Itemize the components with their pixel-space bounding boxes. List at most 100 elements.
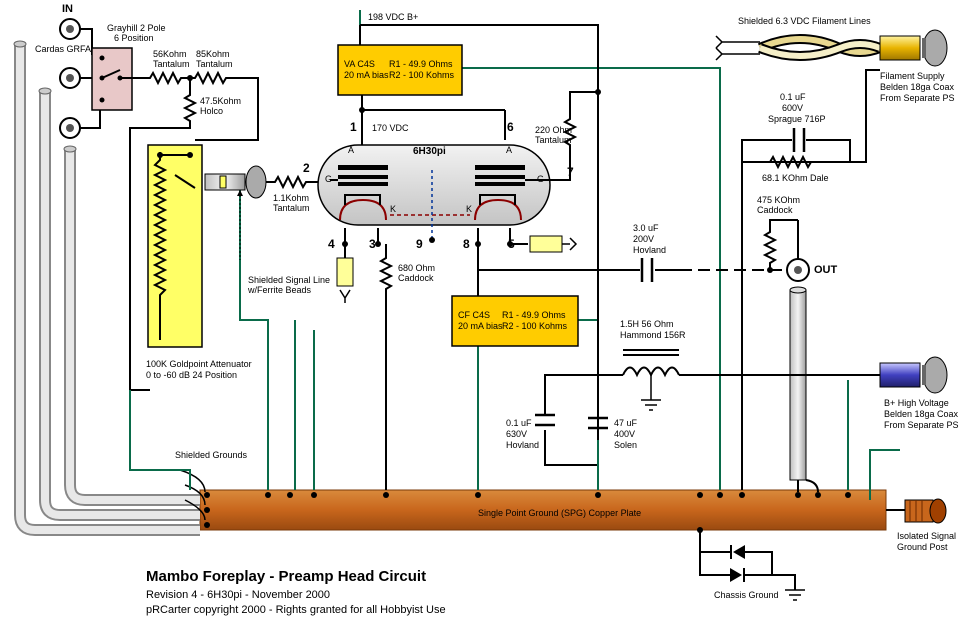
- filament-lines-label: Shielded 6.3 VDC Filament Lines: [738, 16, 871, 26]
- bplus-line-1: B+ High Voltage: [884, 398, 949, 408]
- resistor-56k-type: Tantalum: [153, 59, 190, 69]
- output-capacitor: [640, 258, 654, 282]
- cap-bypass-value: 0.1 uF: [780, 92, 806, 102]
- shielded-grounds-label: Shielded Grounds: [175, 450, 248, 460]
- bypass-network: [741, 69, 880, 490]
- output-label: OUT: [814, 264, 838, 276]
- reg-top-name: VA C4S: [344, 59, 375, 69]
- cap-output-type: Hovland: [633, 245, 666, 255]
- green-ground-wire: [359, 10, 900, 500]
- footer-title: Mambo Foreplay - Preamp Head Circuit: [146, 568, 426, 585]
- output-jack: [762, 219, 810, 282]
- cap-filter1-voltage: 630V: [506, 429, 527, 439]
- regulator-top: [337, 44, 463, 96]
- tube-g-left: G: [325, 174, 332, 184]
- reg-bottom-r1: R1 - 49.9 Ohms: [502, 310, 566, 320]
- shielded-cables: [13, 40, 206, 536]
- pin-4: 4: [328, 237, 335, 251]
- signal-line-label-2: w/Ferrite Beads: [247, 285, 312, 295]
- bplus-bus: [359, 24, 599, 440]
- resistor-47k-value: 47.5Kohm: [200, 96, 241, 106]
- bplus-label: 198 VDC B+: [368, 12, 418, 22]
- footer-copyright: pRCarter copyright 2000 - Rights granted…: [146, 604, 446, 616]
- reg-bottom-bias: 20 mA bias: [458, 321, 503, 331]
- pin-9: 9: [416, 237, 423, 251]
- pin-3: 3: [369, 237, 376, 251]
- resistor-85k-value: 85Kohm: [196, 49, 230, 59]
- tube-6h30pi: [317, 144, 551, 247]
- cap-output-value: 3.0 uF: [633, 223, 659, 233]
- tube-k-left: K: [390, 204, 396, 214]
- cap-output-voltage: 200V: [633, 234, 654, 244]
- filament-connectors: [336, 235, 578, 303]
- reg-top-r1: R1 - 49.9 Ohms: [389, 59, 453, 69]
- resistor-680-type: Caddock: [398, 273, 434, 283]
- selector-name: Grayhill 2 Pole: [107, 23, 166, 33]
- ground-plate-label: Single Point Ground (SPG) Copper Plate: [478, 508, 641, 518]
- bplus-line-2: Belden 18ga Coax: [884, 409, 959, 419]
- choke: [622, 349, 886, 411]
- resistor-47k-type: Holco: [200, 106, 223, 116]
- tube-k-right: K: [466, 204, 472, 214]
- chassis-ground-label: Chassis Ground: [714, 590, 779, 600]
- cap-filter2-type: Solen: [614, 440, 637, 450]
- resistor-220-type: Tantalum: [535, 135, 572, 145]
- tube-a-left: A: [348, 145, 354, 155]
- ground-post: [886, 498, 947, 524]
- choke-wire: [544, 374, 623, 466]
- chassis-ground: [699, 530, 805, 601]
- cap-bypass-voltage: 600V: [782, 103, 803, 113]
- filament-lines: [715, 29, 948, 67]
- resistor-1k-value: 1.1Kohm: [273, 193, 309, 203]
- pin-8: 8: [463, 237, 470, 251]
- signal-line-label-1: Shielded Signal Line: [248, 275, 330, 285]
- green-signal-wire: [129, 180, 296, 490]
- cap-filter2-voltage: 400V: [614, 429, 635, 439]
- cap-filter1-value: 0.1 uF: [506, 418, 532, 428]
- resistor-475k-value: 475 KOhm: [757, 195, 800, 205]
- reg-top-bias: 20 mA bias: [344, 70, 389, 80]
- shielded-signal-line: [204, 165, 322, 260]
- pin-2: 2: [303, 161, 310, 175]
- resistor-475k-type: Caddock: [757, 205, 793, 215]
- filament-supply-3: From Separate PS: [880, 93, 955, 103]
- cap-filter2-value: 47 uF: [614, 418, 638, 428]
- input-label: IN: [62, 3, 73, 15]
- attenuator: [147, 144, 203, 348]
- pin-6: 6: [507, 120, 514, 134]
- regulator-bottom: [451, 295, 579, 347]
- bplus-line-3: From Separate PS: [884, 420, 959, 430]
- cap-filter1-type: Hovland: [506, 440, 539, 450]
- ground-dots: [204, 492, 851, 533]
- filter-cap-1: [535, 413, 555, 427]
- ground-post-2: Ground Post: [897, 542, 948, 552]
- cap-bypass-type: Sprague 716P: [768, 114, 826, 124]
- reg-top-r2: R2 - 100 Kohms: [389, 70, 455, 80]
- reg-bottom-r2: R2 - 100 Kohms: [502, 321, 568, 331]
- output-cable: [789, 286, 819, 493]
- resistor-680-value: 680 Ohm: [398, 263, 435, 273]
- input-jacks: [59, 18, 101, 139]
- tube-a-right: A: [506, 145, 512, 155]
- filament-supply-2: Belden 18ga Coax: [880, 82, 955, 92]
- resistor-dale-value: 68.1 KOhm Dale: [762, 173, 829, 183]
- attenuator-label-2: 0 to -60 dB 24 Position: [146, 370, 237, 380]
- input-resistor-network: [120, 70, 259, 391]
- bplus-connector: [879, 356, 948, 394]
- resistor-220-value: 220 Ohm: [535, 125, 572, 135]
- ground-post-1: Isolated Signal: [897, 531, 956, 541]
- footer-revision: Revision 4 - 6H30pi - November 2000: [146, 589, 330, 601]
- resistor-85k-type: Tantalum: [196, 59, 233, 69]
- choke-value: 1.5H 56 Ohm: [620, 319, 674, 329]
- pin-1: 1: [350, 120, 357, 134]
- filter-cap-2: [588, 416, 608, 430]
- choke-type: Hammond 156R: [620, 330, 686, 340]
- resistor-56k-value: 56Kohm: [153, 49, 187, 59]
- reg-bottom-name: CF C4S: [458, 310, 490, 320]
- resistor-1k-type: Tantalum: [273, 203, 310, 213]
- tube-g-right: G: [537, 174, 544, 184]
- resistor-680: [378, 244, 394, 490]
- tube-plate-voltage: 170 VDC: [372, 123, 409, 133]
